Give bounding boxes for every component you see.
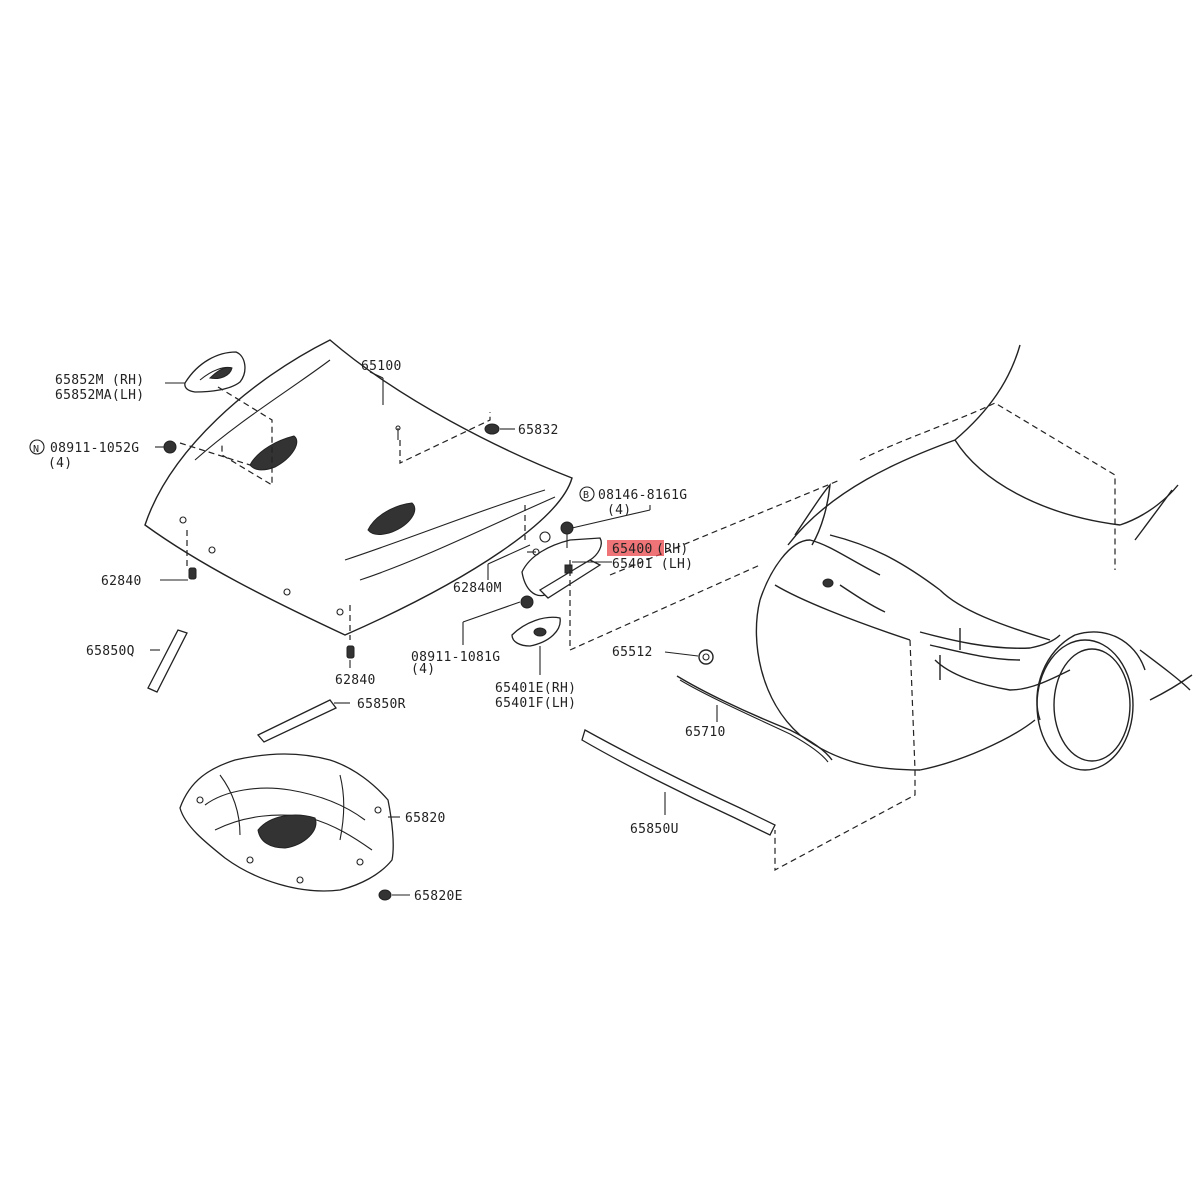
label-65850q: 65850Q: [86, 644, 135, 659]
part-65832-bumper: [484, 423, 515, 435]
part-65850u-seal: [581, 729, 776, 836]
label-65512: 65512: [612, 645, 653, 660]
part-65820-insulator: [179, 753, 400, 892]
label-08911-1052g-qty: (4): [48, 456, 72, 471]
label-65400-side: (RH): [656, 542, 689, 557]
label-62840m: 62840M: [453, 581, 502, 596]
label-65400-number: 65400: [612, 542, 653, 557]
label-65832: 65832: [518, 423, 559, 438]
circle-n-symbol: [29, 439, 45, 455]
label-08911-1081g-qty: (4): [411, 662, 435, 677]
part-65512-clip: [664, 649, 714, 665]
label-08146-8161g-qty: (4): [607, 503, 631, 518]
label-65401f: 65401F(LH): [495, 696, 576, 711]
label-62840-bottom: 62840: [335, 673, 376, 688]
hood-panel: [144, 339, 573, 636]
highlight-box: [607, 540, 664, 556]
hood-scoop: [184, 351, 246, 393]
part-08911-1052g-nut: [155, 440, 177, 454]
label-65820: 65820: [405, 811, 446, 826]
part-65400-hinge: [520, 505, 651, 609]
part-65401e-bracket: [511, 616, 561, 675]
label-65852m: 65852M (RH): [55, 373, 144, 388]
part-65850q-seal: [147, 629, 188, 693]
label-65850u: 65850U: [630, 822, 679, 837]
part-62840-grommet-left: [160, 567, 197, 581]
label-n-prefix: N: [33, 444, 39, 455]
label-b-prefix: B: [583, 490, 589, 501]
label-65710: 65710: [685, 725, 726, 740]
label-65820e: 65820E: [414, 889, 463, 904]
part-62840-grommet-bottom: [346, 645, 355, 668]
car-body: [755, 344, 1193, 771]
label-65850r: 65850R: [357, 697, 406, 712]
label-65401e: 65401E(RH): [495, 681, 576, 696]
label-65401: 65401 (LH): [612, 557, 693, 572]
label-65852ma: 65852MA(LH): [55, 388, 144, 403]
label-08911-1052g: 08911-1052G: [50, 441, 139, 456]
part-65820e-clip: [378, 889, 410, 901]
label-08146-8161g: 08146-8161G: [598, 488, 687, 503]
circle-b-symbol: [579, 486, 595, 502]
label-62840-left: 62840: [101, 574, 142, 589]
label-08911-1081g: 08911-1081G: [411, 650, 500, 665]
label-65100: 65100: [361, 359, 402, 374]
part-65710-seal: [676, 675, 833, 763]
part-65850r-seal: [256, 699, 350, 743]
